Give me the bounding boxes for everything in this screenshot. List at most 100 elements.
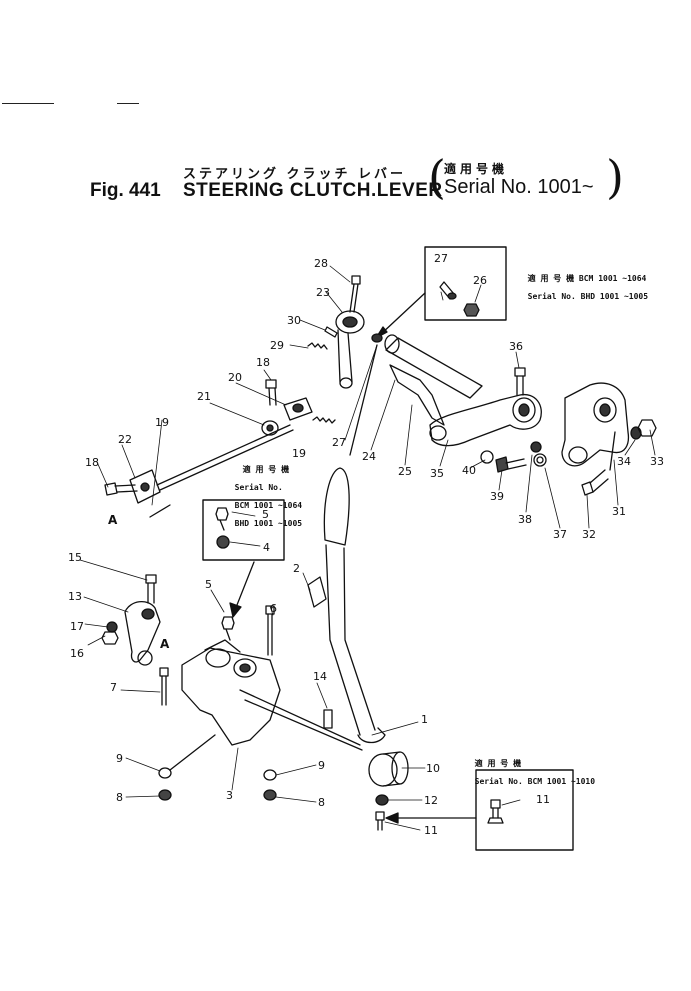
callout-26: 26 (473, 274, 487, 287)
bolt-15 (145, 574, 157, 604)
callout-9-right: 9 (318, 759, 325, 772)
callout-33: 33 (650, 455, 664, 468)
note-line: BCM 1001 ~1064 (578, 274, 647, 283)
callout-34: 34 (617, 455, 631, 468)
callout-17: 17 (70, 620, 84, 633)
note-line: Serial No. (234, 483, 283, 492)
callout-12: 12 (424, 794, 438, 807)
roller-10 (368, 751, 409, 787)
callout-6: 6 (270, 602, 277, 615)
note-bottom-right: 適 用 号 機 Serial No. BCM 1001 ~1010 (465, 750, 595, 786)
washer-40 (480, 450, 494, 464)
note-heading: 適 用 号 機 (242, 465, 290, 474)
steering-lever-1 (323, 467, 386, 744)
paren-open: ( (428, 150, 446, 204)
callout-10: 10 (426, 762, 440, 775)
callout-18-lower: 18 (85, 456, 99, 469)
callout-20: 20 (228, 371, 242, 384)
callout-5: 5 (205, 578, 212, 591)
callout-27: 27 (332, 436, 346, 449)
callout-1: 1 (421, 713, 428, 726)
nut-26-inset (463, 303, 480, 317)
valve-body-3 (181, 639, 281, 746)
kana-title: ステアリング クラッチ レバー (183, 167, 407, 182)
serial-range: Serial No. 1001~ (444, 176, 594, 198)
bolt-32 (581, 469, 609, 496)
pin-30 (324, 326, 338, 338)
callout-8-left: 8 (116, 791, 123, 804)
inset-box-top (424, 246, 507, 321)
callout-2: 2 (293, 562, 300, 575)
callout-23: 23 (316, 286, 330, 299)
callout-28: 28 (314, 257, 328, 270)
note-middle: 適 用 号 機 Serial No. BCM 1001 ~1064 BHD 10… (225, 456, 302, 528)
washer-38 (530, 441, 542, 453)
callout-19-lower: 19 (292, 447, 306, 460)
nut-16 (101, 631, 119, 645)
callout-11-inset: 11 (536, 793, 550, 806)
callout-16: 16 (70, 647, 84, 660)
bolt-18-lower (104, 482, 138, 496)
bolt-39 (495, 456, 527, 473)
callout-27-inset: 27 (434, 252, 448, 265)
inset-box-bottom (475, 769, 574, 851)
callout-14: 14 (313, 670, 327, 683)
callout-8-right: 8 (318, 796, 325, 809)
note-line: BCM 1001 ~1064 (234, 501, 303, 510)
margin-rule-short (117, 103, 139, 104)
lever-arm-35 (429, 393, 542, 447)
inset-box-middle (202, 499, 285, 561)
boot-2 (307, 576, 327, 608)
washer-17 (106, 621, 118, 633)
lever-arm-13 (124, 601, 161, 666)
washer-37 (533, 453, 547, 467)
bolt-6 (265, 605, 275, 656)
rod-24 (349, 344, 378, 456)
reference-a-lower: A (160, 637, 170, 651)
callout-30: 30 (287, 314, 301, 327)
nut-33 (637, 419, 657, 437)
margin-rule-left (2, 103, 54, 104)
callout-15: 15 (68, 551, 82, 564)
clevis-23 (335, 310, 365, 389)
clevis-22 (129, 469, 161, 504)
washer-34 (630, 426, 642, 440)
arrow-from-inset (379, 292, 426, 336)
figure-number: Fig. 441 (90, 180, 161, 201)
callout-29: 29 (270, 339, 284, 352)
grease-fitting-5 (221, 616, 235, 641)
callout-4-inset: 4 (263, 541, 270, 554)
arrow-middle (234, 561, 255, 611)
grease-fitting-5-inset (215, 507, 229, 531)
paren-close: ) (606, 150, 624, 204)
note-line: Serial No. BCM 1001 ~1010 (474, 777, 596, 786)
washer-27-link (371, 333, 383, 343)
callout-40: 40 (462, 464, 476, 477)
reference-a-upper: A (108, 513, 118, 527)
note-heading: 適 用 号 機 (527, 274, 575, 283)
callout-25: 25 (398, 465, 412, 478)
bolt-36 (514, 367, 526, 396)
callout-32: 32 (582, 528, 596, 541)
note-heading: 適 用 号 機 (474, 759, 522, 768)
nut-8-right (263, 789, 277, 801)
bolt-28 (349, 275, 361, 313)
serial-heading: 適用号機 (444, 162, 509, 176)
callout-11: 11 (424, 824, 438, 837)
note-line: Serial No. BHD 1001 ~1005 (527, 292, 649, 301)
spring-19-upper (312, 416, 336, 424)
callout-24: 24 (362, 450, 376, 463)
washer-9-right (263, 769, 277, 781)
callout-21: 21 (197, 390, 211, 403)
leader-9-left (169, 734, 216, 771)
callout-13: 13 (68, 590, 82, 603)
callout-35: 35 (430, 467, 444, 480)
note-top-right: 適 用 号 機 BCM 1001 ~1064 Serial No. BHD 10… (518, 265, 648, 301)
callout-22: 22 (118, 433, 132, 446)
pin-19-lower (149, 504, 171, 518)
bolt-7 (159, 667, 169, 706)
cross-shaft-25 (384, 334, 483, 426)
shaft-to-lever (239, 689, 363, 751)
callout-36-upper: 36 (509, 340, 523, 353)
callout-31: 31 (612, 505, 626, 518)
